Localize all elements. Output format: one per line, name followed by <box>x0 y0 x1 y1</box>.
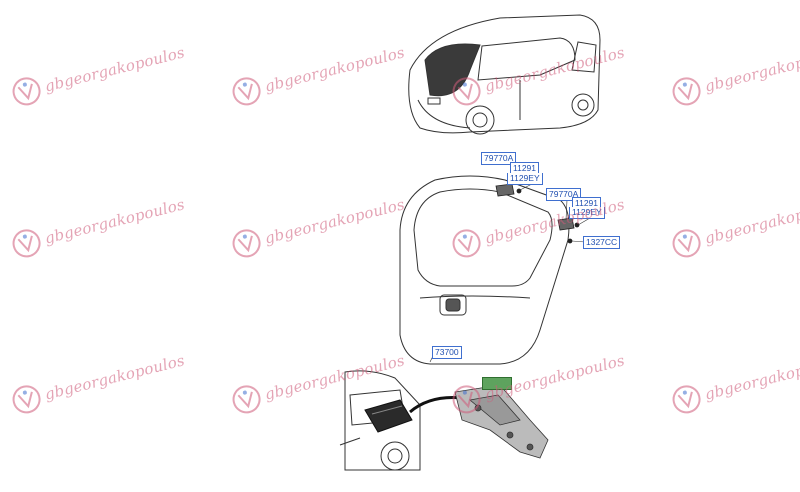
tailgate-panel <box>399 175 570 365</box>
latch-handle-detail <box>364 399 413 433</box>
callout-hinge-left-bolt-b[interactable]: 1129EY <box>507 173 543 185</box>
callout-latch-module[interactable]: 81210 <box>482 377 512 390</box>
callout-hinge-left-part[interactable]: 79770A <box>481 152 517 165</box>
pointer-arrow <box>409 396 463 414</box>
latch-module <box>454 384 549 459</box>
callout-hinge-right-nut[interactable]: 1327CC <box>583 236 621 249</box>
callout-hinge-right-bolt-b[interactable]: 1129EY <box>569 207 605 219</box>
callout-tailgate[interactable]: 73700 <box>432 346 462 359</box>
hinge-left <box>495 183 522 197</box>
hinge-right <box>557 217 580 244</box>
car-rear-view <box>408 14 601 135</box>
